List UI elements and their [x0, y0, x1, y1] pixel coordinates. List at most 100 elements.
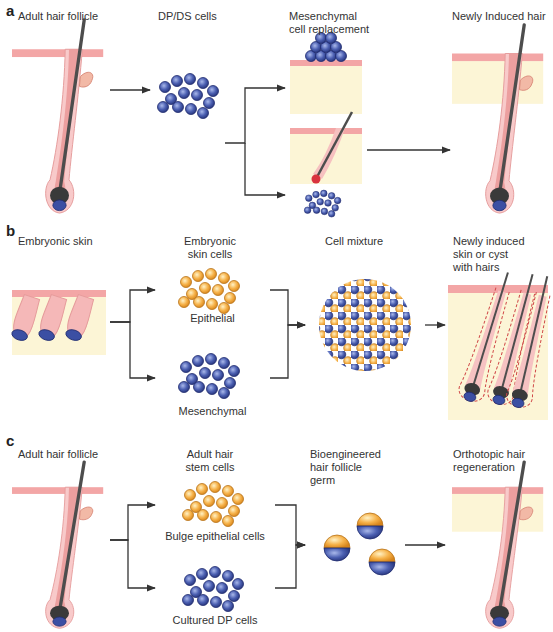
- step-text-block: Newly induced skin or cyst with hairs: [453, 235, 529, 274]
- dp-cell-cluster: [183, 567, 244, 612]
- step-node: Cell mixture: [305, 228, 425, 378]
- bulge-cell-cluster: [183, 482, 244, 527]
- step-node: Embryonic skin cellsEpithelialMesenchyma…: [150, 228, 270, 428]
- step-text-block: Embryonic skin: [18, 235, 110, 248]
- step-label: Mesenchymal: [155, 405, 270, 418]
- flow-arrow: [275, 545, 305, 588]
- hair-shaft: [317, 112, 352, 177]
- flow-arrow: [110, 540, 155, 588]
- step-text-block: Embryonic skin cells: [175, 235, 245, 261]
- step-text-block: Cultured DP cells: [155, 614, 275, 627]
- step-node: Newly Induced hair: [450, 5, 550, 215]
- step-text-block: DP/DS cells: [158, 10, 225, 23]
- step-label: Adult hair follicle: [18, 448, 110, 461]
- epidermis-band: [290, 60, 362, 66]
- hair-follicle: [452, 25, 543, 213]
- panel-letter: b: [6, 222, 15, 239]
- epidermis-band: [452, 487, 543, 494]
- step-text-block: Orthotopic hair regeneration: [453, 448, 543, 474]
- induced-hair: [504, 273, 553, 410]
- cell-aggregate: [306, 33, 347, 62]
- step-text-block: Cell mixture: [325, 235, 415, 248]
- panel-letter: a: [6, 2, 14, 19]
- follicle-shape: [486, 462, 533, 628]
- flow-arrow: [110, 290, 155, 322]
- step-label: Newly Induced hair: [452, 10, 550, 23]
- step-label: Adult hair follicle: [18, 10, 110, 23]
- step-text-block: Mesenchymal: [155, 405, 270, 418]
- follicle-germ: [357, 513, 383, 539]
- step-label: Newly induced skin or cyst with hairs: [453, 235, 529, 274]
- step-text-block: Adult hair follicle: [18, 10, 110, 23]
- hair-follicle: [12, 20, 103, 213]
- step-label: Cultured DP cells: [155, 614, 275, 627]
- epidermis-band: [290, 128, 362, 134]
- hair-placode: [36, 294, 68, 343]
- hair-placode: [9, 294, 41, 343]
- step-node: Epithelial: [155, 268, 270, 358]
- step-label: Bulge epithelial cells: [155, 530, 275, 543]
- step-text-block: Mesenchymal cell replacement: [289, 10, 372, 36]
- step-label: Adult hair stem cells: [175, 448, 245, 474]
- step-label: Orthotopic hair regeneration: [453, 448, 543, 474]
- step-label: DP/DS cells: [158, 10, 225, 23]
- step-text-block: Bioengineered hair follicle germ: [310, 448, 390, 487]
- step-node: Mesenchymal cell replacement: [285, 5, 367, 220]
- follicle-shape: [46, 462, 93, 628]
- step-node: Adult hair follicle: [10, 440, 110, 630]
- cell-mixture-blob: [319, 279, 411, 371]
- branch-arrow: [245, 143, 285, 195]
- mesenchymal-cell-cluster: [179, 354, 240, 399]
- step-node: Orthotopic hair regeneration: [445, 440, 550, 630]
- dermis-block: [290, 66, 362, 114]
- flow-arrow: [225, 88, 285, 143]
- epithelial-cell-cluster: [179, 269, 240, 314]
- step-label: Embryonic skin: [18, 235, 110, 248]
- step-node: Embryonic skin: [10, 228, 110, 358]
- step-label: Embryonic skin cells: [175, 235, 245, 261]
- step-node: Adult hair stem cellsBulge epithelial ce…: [150, 440, 280, 630]
- step-label: Epithelial: [155, 312, 270, 325]
- hair-follicle: [452, 462, 543, 628]
- epidermis-band: [12, 487, 103, 494]
- step-text-block: Adult hair follicle: [18, 448, 110, 461]
- injected-cells: [304, 190, 341, 217]
- step-label: Mesenchymal cell replacement: [289, 10, 372, 36]
- flow-arrow: [367, 149, 450, 150]
- step-text-block: Epithelial: [155, 312, 270, 325]
- epidermis-band: [452, 54, 543, 62]
- step-node: Adult hair follicle: [10, 5, 110, 215]
- follicle-germ: [324, 535, 350, 561]
- dp-cell-cluster: [158, 74, 219, 119]
- mixture-backing: [319, 279, 411, 371]
- flow-arrow: [275, 505, 305, 545]
- step-text-block: Bulge epithelial cells: [155, 530, 275, 543]
- step-text-block: Newly Induced hair: [452, 10, 550, 23]
- follicle-shape: [486, 25, 533, 213]
- step-node: Cultured DP cells: [155, 570, 275, 628]
- step-node: Bulge epithelial cells: [155, 480, 275, 570]
- hair-placode: [63, 294, 95, 343]
- flow-arrow: [110, 89, 150, 90]
- flow-arrow: [110, 322, 155, 378]
- follicle-shape: [46, 20, 93, 213]
- flow-arrow: [425, 324, 445, 325]
- flow-arrow: [405, 544, 445, 545]
- flow-arrow: [110, 505, 155, 540]
- epidermis-band: [12, 49, 103, 57]
- panel-letter: c: [6, 432, 14, 449]
- papilla-spot: [312, 175, 321, 184]
- flow-arrow: [270, 325, 305, 378]
- step-text-block: Adult hair stem cells: [175, 448, 245, 474]
- follicle-germ: [369, 549, 395, 575]
- step-label: Bioengineered hair follicle germ: [310, 448, 390, 487]
- hair-follicle: [12, 462, 103, 628]
- step-node: Bioengineered hair follicle germ: [305, 440, 405, 590]
- step-node: Newly induced skin or cyst with hairs: [445, 228, 550, 423]
- step-label: Cell mixture: [325, 235, 415, 248]
- flow-arrow: [270, 290, 305, 325]
- step-node: DP/DS cells: [150, 5, 225, 150]
